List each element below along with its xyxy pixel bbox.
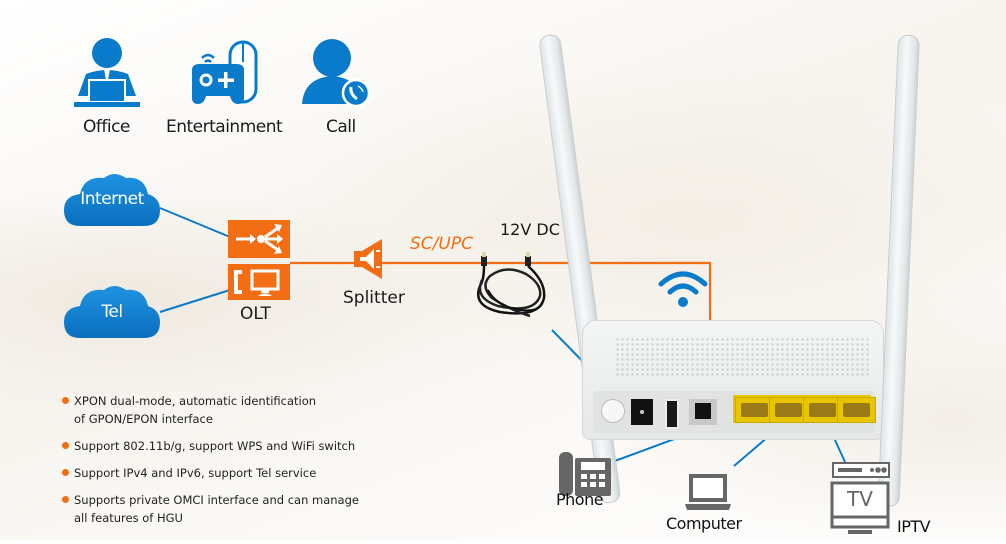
iptv-label: IPTV — [897, 517, 931, 536]
olt-switch-box — [228, 220, 290, 258]
lan-port-3 — [769, 397, 808, 423]
cloud-icon — [64, 174, 160, 226]
internet-cloud: Internet — [62, 170, 162, 228]
feature-item: Support IPv4 and IPv6, support Tel servi… — [62, 464, 359, 482]
tel-cloud: Tel — [62, 282, 162, 340]
use-case-label-entertainment: Entertainment — [166, 117, 283, 137]
wifi-icon — [657, 268, 709, 312]
tel-olt-line — [159, 289, 231, 313]
use-case-label-office: Office — [83, 117, 130, 137]
office-icon — [72, 38, 142, 114]
internet-label: Internet — [80, 189, 144, 209]
cloud-icon — [64, 286, 160, 338]
use-case-label-call: Call — [326, 117, 356, 137]
phone-icon — [557, 450, 615, 502]
power-button[interactable] — [601, 399, 625, 423]
splitter-label: Splitter — [343, 288, 405, 308]
computer-label: Computer — [666, 514, 742, 533]
distribution-arrows-icon — [236, 224, 283, 254]
onu-router — [582, 320, 884, 440]
tv-screen-text: TV — [847, 487, 873, 511]
entertainment-icon — [190, 40, 262, 110]
tel-port — [689, 399, 717, 425]
tv-icon: TV — [830, 481, 890, 540]
vent-grille — [615, 337, 870, 377]
feature-item: Support 802.11b/g, support WPS and WiFi … — [62, 437, 359, 455]
feature-item: Supports private OMCI interface and can … — [62, 491, 359, 527]
tel-label: Tel — [101, 302, 123, 322]
monitor-icon — [234, 269, 280, 296]
ethernet-cable-icon — [470, 250, 550, 334]
power-jack — [631, 399, 653, 425]
settop-box-icon — [832, 462, 890, 484]
lan-port-4 — [735, 397, 774, 423]
call-icon — [300, 38, 372, 112]
port-panel — [593, 391, 876, 433]
sc-upc-label: SC/UPC — [410, 234, 473, 254]
laptop-icon — [683, 472, 733, 516]
lan-port-2 — [803, 397, 842, 423]
splitter-icon — [352, 237, 388, 285]
bullet-dot — [62, 469, 69, 476]
bullet-dot — [62, 397, 69, 404]
bullet-dot — [62, 496, 69, 503]
power-label: 12V DC — [500, 220, 560, 239]
usb-port — [665, 399, 679, 429]
features-list: XPON dual-mode, automatic identification… — [62, 392, 359, 536]
internet-olt-line — [159, 207, 231, 238]
lan-port-1 — [837, 397, 876, 423]
feature-item: XPON dual-mode, automatic identification… — [62, 392, 359, 428]
phone-label: Phone — [556, 490, 604, 509]
olt-terminal-box — [228, 264, 290, 300]
bullet-dot — [62, 442, 69, 449]
olt-label: OLT — [240, 304, 271, 324]
